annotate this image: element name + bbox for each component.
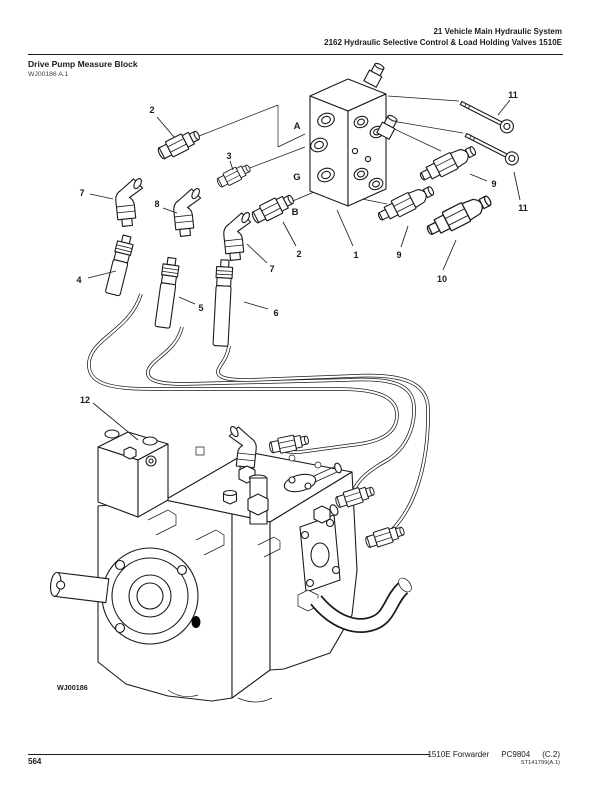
port-label-a: A bbox=[294, 121, 301, 132]
bolt-11a bbox=[457, 96, 517, 136]
block-ports-right bbox=[351, 115, 385, 191]
fitting-2 bbox=[155, 126, 203, 163]
sensors-and-bolts bbox=[374, 96, 522, 241]
port-label-g: G bbox=[293, 172, 300, 183]
header-rule bbox=[28, 54, 563, 56]
callout-5: 5 bbox=[198, 303, 203, 313]
drive-pump bbox=[49, 424, 412, 703]
hose-end-6 bbox=[212, 259, 234, 347]
figure-caption: WJ00186 bbox=[57, 683, 88, 692]
pump-port-plate bbox=[299, 514, 341, 593]
pump-shaft bbox=[49, 571, 110, 604]
callout-7: 7 bbox=[79, 188, 84, 198]
sensor-10 bbox=[422, 189, 496, 241]
pump-control-block-12 bbox=[97, 429, 169, 518]
pump-side-plug bbox=[313, 504, 339, 524]
footer-doc-code: PC9804 bbox=[501, 750, 531, 759]
footer-page-number: 564 bbox=[28, 757, 42, 766]
callout-2b: 2 bbox=[296, 249, 301, 259]
elbow-7b bbox=[221, 210, 257, 262]
callout-11b: 11 bbox=[518, 203, 528, 213]
pump-outlet-hose bbox=[297, 577, 412, 633]
callout-9b: 9 bbox=[491, 179, 496, 189]
header-section: 2162 Hydraulic Selective Control & Load … bbox=[324, 38, 562, 47]
footer-rule bbox=[28, 754, 430, 756]
coupler-fitting bbox=[363, 522, 407, 551]
leader-lines bbox=[87, 99, 521, 441]
measure-block bbox=[309, 60, 401, 207]
fittings bbox=[105, 126, 297, 347]
callout-3: 3 bbox=[226, 151, 231, 161]
callout-2: 2 bbox=[149, 105, 154, 115]
header-chapter: 21 Vehicle Main Hydraulic System bbox=[433, 27, 562, 36]
port-label-b: B bbox=[292, 207, 299, 218]
port-labels: A G B bbox=[292, 121, 301, 218]
pump-front-flange bbox=[101, 547, 199, 645]
footer-revision: (C.2) bbox=[542, 750, 560, 759]
pump-top-fittings bbox=[195, 424, 342, 525]
footer-doc-line: 1510E Forwarder PC9804 (C.2) bbox=[427, 750, 560, 759]
elbow-8 bbox=[171, 186, 207, 238]
hose-end-4 bbox=[105, 234, 134, 297]
figure-title: Drive Pump Measure Block bbox=[28, 59, 138, 69]
callout-6: 6 bbox=[273, 308, 278, 318]
fitting-3 bbox=[214, 161, 253, 190]
elbow-7 bbox=[113, 176, 149, 228]
callout-10: 10 bbox=[437, 274, 447, 284]
sensor-9a bbox=[416, 141, 480, 186]
footer-right: 1510E Forwarder PC9804 (C.2) ST141799(A.1) bbox=[427, 750, 560, 766]
callout-1: 1 bbox=[353, 250, 358, 260]
hose-end-5 bbox=[154, 256, 180, 329]
block-top-fitting bbox=[363, 60, 388, 88]
fitting-2b bbox=[249, 190, 297, 227]
figure-code: WJ00186 A.1 bbox=[28, 71, 69, 78]
footer-model: 1510E Forwarder bbox=[427, 750, 490, 759]
block-ports-left bbox=[310, 112, 335, 183]
callout-4: 4 bbox=[76, 275, 81, 285]
callout-9a: 9 bbox=[396, 250, 401, 260]
callout-labels: 2 3 7 8 7 2 4 5 6 1 9 9 10 11 11 12 bbox=[76, 90, 527, 405]
callout-12: 12 bbox=[80, 395, 90, 405]
page-header: 21 Vehicle Main Hydraulic System 2162 Hy… bbox=[324, 26, 562, 48]
callout-7b: 7 bbox=[269, 264, 274, 274]
callout-11a: 11 bbox=[508, 90, 518, 100]
footer-ref-code: ST141799(A.1) bbox=[520, 760, 560, 766]
pump-surface-details bbox=[147, 509, 281, 703]
callout-8: 8 bbox=[154, 199, 159, 209]
